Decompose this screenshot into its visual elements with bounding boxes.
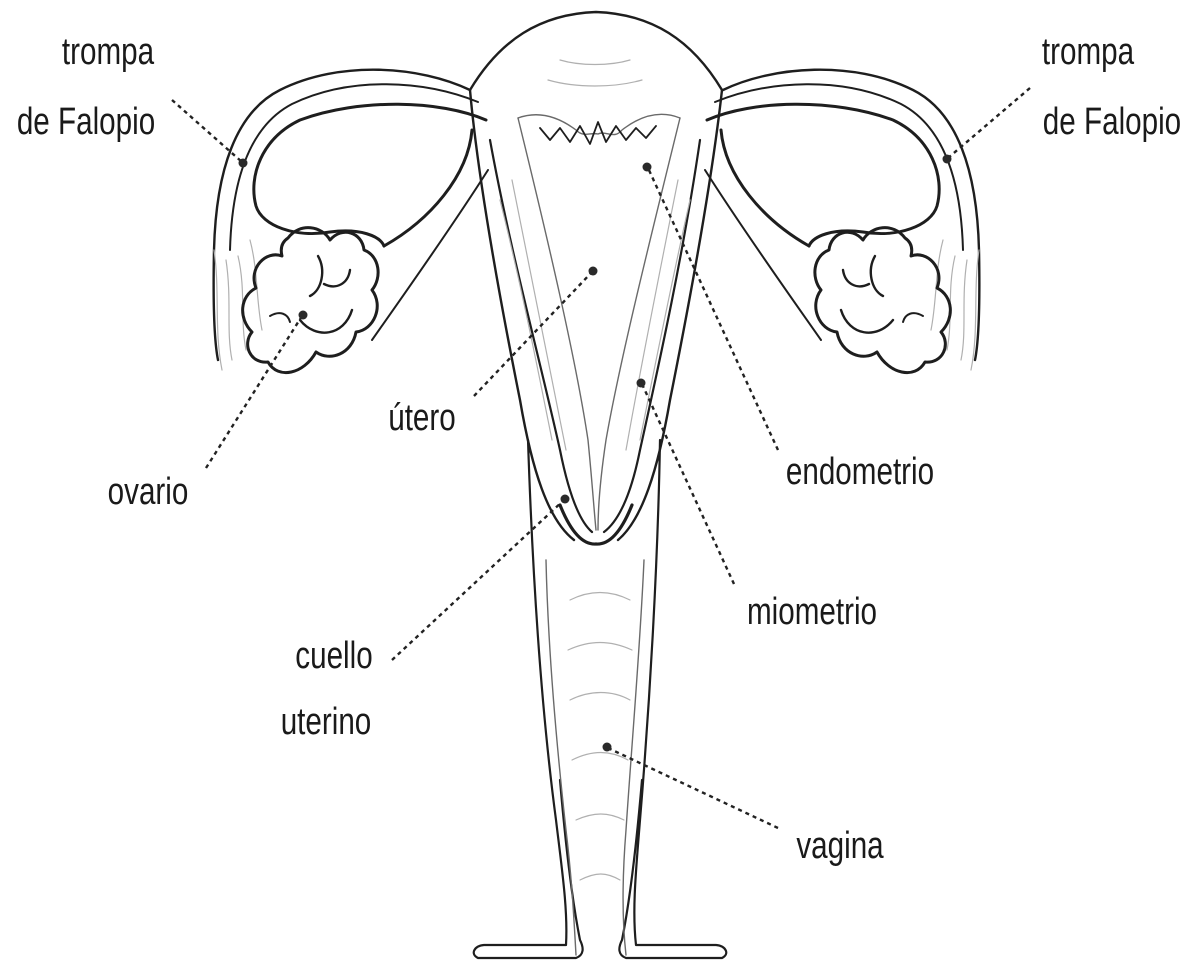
label-fallopian-right-line2: de Falopio <box>1043 101 1181 143</box>
leader-ovary <box>206 316 302 468</box>
label-uterus: útero <box>388 397 456 439</box>
label-endometrium: endometrio <box>786 451 934 493</box>
right-ovary <box>815 228 950 373</box>
marker-uterus <box>589 267 598 276</box>
leader-fallopian-left <box>172 100 242 162</box>
label-myometrium: miometrio <box>747 591 877 633</box>
left-ovary <box>243 228 378 373</box>
marker-fallopian-left <box>239 159 248 168</box>
marker-fallopian-right <box>943 155 952 164</box>
diagram-labels: trompa de Falopio trompa de Falopio ovar… <box>17 31 1181 867</box>
label-cervix-line2: uterino <box>281 701 372 743</box>
left-fallopian-tube <box>214 70 488 370</box>
label-fallopian-left-line2: de Falopio <box>17 101 155 143</box>
label-vagina: vagina <box>796 825 883 867</box>
vagina-shape <box>474 440 727 958</box>
label-fallopian-right-line1: trompa <box>1042 31 1134 73</box>
marker-ovary <box>299 311 308 320</box>
label-fallopian-left-line1: trompa <box>62 31 154 73</box>
marker-myometrium <box>637 379 646 388</box>
label-ovary: ovario <box>108 471 189 513</box>
uterus-shape <box>470 12 722 544</box>
right-fallopian-tube <box>705 70 979 370</box>
marker-cervix <box>561 495 570 504</box>
marker-endometrium <box>643 163 652 172</box>
leader-fallopian-right <box>948 88 1030 158</box>
label-cervix-line1: cuello <box>295 635 372 677</box>
marker-vagina <box>603 743 612 752</box>
leader-vagina <box>608 748 778 828</box>
